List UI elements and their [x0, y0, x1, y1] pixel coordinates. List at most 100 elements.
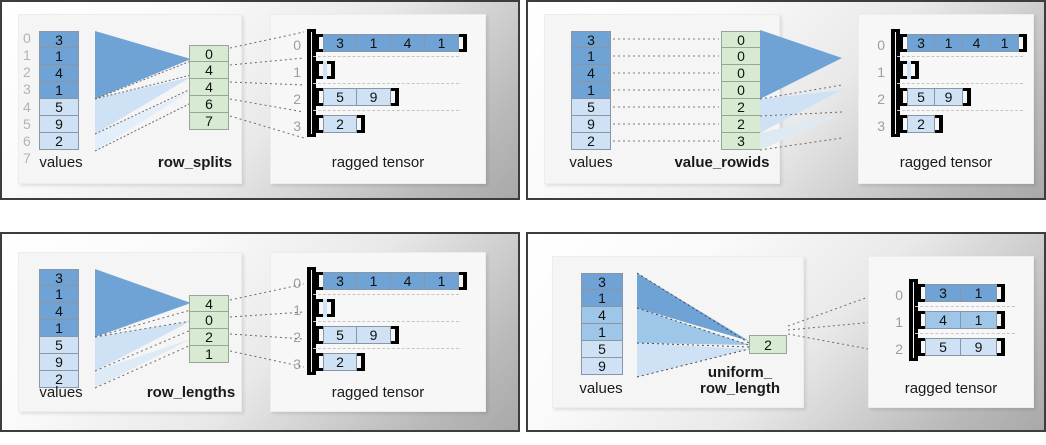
- tensor-row: 3 1 4 1: [315, 272, 467, 290]
- tensor-cell: 3: [323, 34, 357, 52]
- tensor-label: ragged tensor: [899, 154, 993, 171]
- encoding-cell: 6: [189, 96, 229, 113]
- row-separator: [897, 56, 1023, 57]
- value-cell: 3: [571, 31, 611, 48]
- row-close-bracket-icon: [911, 61, 919, 79]
- values-label: values: [39, 154, 83, 171]
- value-cell: 1: [39, 286, 79, 303]
- row-separator: [313, 348, 459, 349]
- row-open-bracket-icon: [899, 115, 907, 133]
- tensor-cell: 9: [357, 326, 391, 344]
- row-open-bracket-icon: [917, 338, 925, 356]
- row-open-bracket-icon: [315, 353, 323, 371]
- tensor-label: ragged tensor: [331, 384, 425, 401]
- row-close-bracket-icon: [327, 61, 335, 79]
- tensor-cell: 1: [425, 34, 459, 52]
- tensor-cell: 5: [907, 88, 935, 106]
- row-open-bracket-icon: [315, 272, 323, 290]
- tensor-row: 2: [315, 353, 365, 371]
- values-card-uniform: 3 1 4 1 5 9 2 values uniform_ row_length: [552, 256, 804, 408]
- values-column-row-splits: 3 1 4 1 5 9 2: [39, 31, 79, 150]
- encoding-cell: 0: [721, 31, 761, 48]
- value-cell: 4: [39, 65, 79, 82]
- value-cell: 9: [571, 116, 611, 133]
- row-open-bracket-icon: [315, 34, 323, 52]
- row-index: 2: [895, 341, 903, 357]
- tensor-cell: 1: [991, 34, 1019, 52]
- encoding-cell: 7: [189, 113, 229, 130]
- tensor-row: 3 1 4 1: [315, 34, 467, 52]
- values-card-row-splits: 0 1 2 3 4 5 6 7 3 1 4 1 5 9 2 0 4: [18, 14, 242, 184]
- tensor-row: 3 1: [917, 284, 1005, 302]
- tensor-label: ragged tensor: [904, 380, 998, 397]
- encoding-cell: 0: [721, 48, 761, 65]
- value-cell: 9: [39, 354, 79, 371]
- row-open-bracket-icon: [315, 61, 323, 79]
- tensor-cell: 1: [961, 284, 997, 302]
- value-cell: 2: [39, 133, 79, 150]
- tensor-cell: 4: [925, 311, 961, 329]
- tensor-cell: 2: [323, 115, 357, 133]
- tensor-card-row-lengths: 3 1 4 1 5 9: [270, 252, 486, 412]
- row-open-bracket-icon: [315, 299, 323, 317]
- row-open-bracket-icon: [899, 34, 907, 52]
- tensor-cell: 9: [961, 338, 997, 356]
- row-close-bracket-icon: [1019, 34, 1027, 52]
- value-cell: 3: [581, 273, 623, 290]
- tensor-row: 5 9: [917, 338, 1005, 356]
- row-close-bracket-icon: [459, 34, 467, 52]
- encoding-cell: 2: [721, 99, 761, 116]
- panel-value-rowids: 3 1 4 1 5 9 2 0: [526, 0, 1046, 200]
- encoding-cell: 0: [189, 45, 229, 62]
- tensor-cell: 9: [357, 88, 391, 106]
- values-card-row-lengths: 3 1 4 1 5 9 2 4 0 2 1 values row_lengths: [18, 252, 242, 412]
- encoding-cell: 2: [721, 116, 761, 133]
- tensor-card-value-rowids: 3 1 4 1 5 9: [858, 14, 1034, 184]
- tensor-cell-empty: [323, 61, 327, 79]
- encoding-label: uniform_ row_length: [699, 364, 780, 397]
- value-cell: 1: [39, 48, 79, 65]
- tensor-cell-empty: [323, 299, 327, 317]
- encoding-cell: 0: [189, 312, 229, 329]
- value-cell: 5: [571, 99, 611, 116]
- encoding-cell: 0: [721, 82, 761, 99]
- tensor-cell: 3: [925, 284, 961, 302]
- row-index: 1: [895, 314, 903, 330]
- panel-uniform-row-length: 3 1 4 1 5 9 2 values uniform_ row_length: [526, 232, 1046, 432]
- tensor-card-uniform: 3 1 4 1 5 9 0 1 2: [868, 256, 1034, 408]
- row-separator: [313, 56, 459, 57]
- tensor-cell: 1: [357, 272, 391, 290]
- row-separator: [313, 110, 459, 111]
- tensor-cell: 5: [925, 338, 961, 356]
- row-splits-column: 0 4 4 6 7: [189, 45, 229, 130]
- value-cell: 1: [39, 320, 79, 337]
- row-open-bracket-icon: [899, 88, 907, 106]
- row-open-bracket-icon: [917, 311, 925, 329]
- value-cell: 1: [39, 82, 79, 99]
- panel-row-lengths: 3 1 4 1 5 9 2 4 0 2 1 values row_lengths: [0, 232, 520, 432]
- value-cell: 4: [39, 303, 79, 320]
- row-close-bracket-icon: [997, 311, 1005, 329]
- row-close-bracket-icon: [391, 326, 399, 344]
- value-cell: 3: [39, 31, 79, 48]
- row-separator: [313, 321, 459, 322]
- tensor-cell: 9: [935, 88, 963, 106]
- row-close-bracket-icon: [997, 284, 1005, 302]
- tensor-row-empty: [315, 61, 335, 79]
- value-cell: 2: [39, 371, 79, 388]
- row-index: 0: [293, 37, 301, 53]
- values-label: values: [569, 154, 613, 171]
- encoding-cell: 4: [189, 79, 229, 96]
- value-cell: 9: [581, 358, 623, 375]
- row-index: 1: [293, 64, 301, 80]
- value-cell: 1: [571, 82, 611, 99]
- encoding-cell: 1: [189, 346, 229, 363]
- close-bracket-icon: [909, 279, 918, 361]
- panel-row-splits: 0 1 2 3 4 5 6 7 3 1 4 1 5 9 2 0 4: [0, 0, 520, 200]
- tensor-cell: 4: [963, 34, 991, 52]
- ragged-tensor-uniform: 3 1 4 1 5 9: [909, 279, 1021, 361]
- tensor-cell: 1: [425, 272, 459, 290]
- values-label: values: [39, 384, 83, 401]
- value-index-gutter: 0 1 2 3 4 5 6 7: [23, 30, 31, 166]
